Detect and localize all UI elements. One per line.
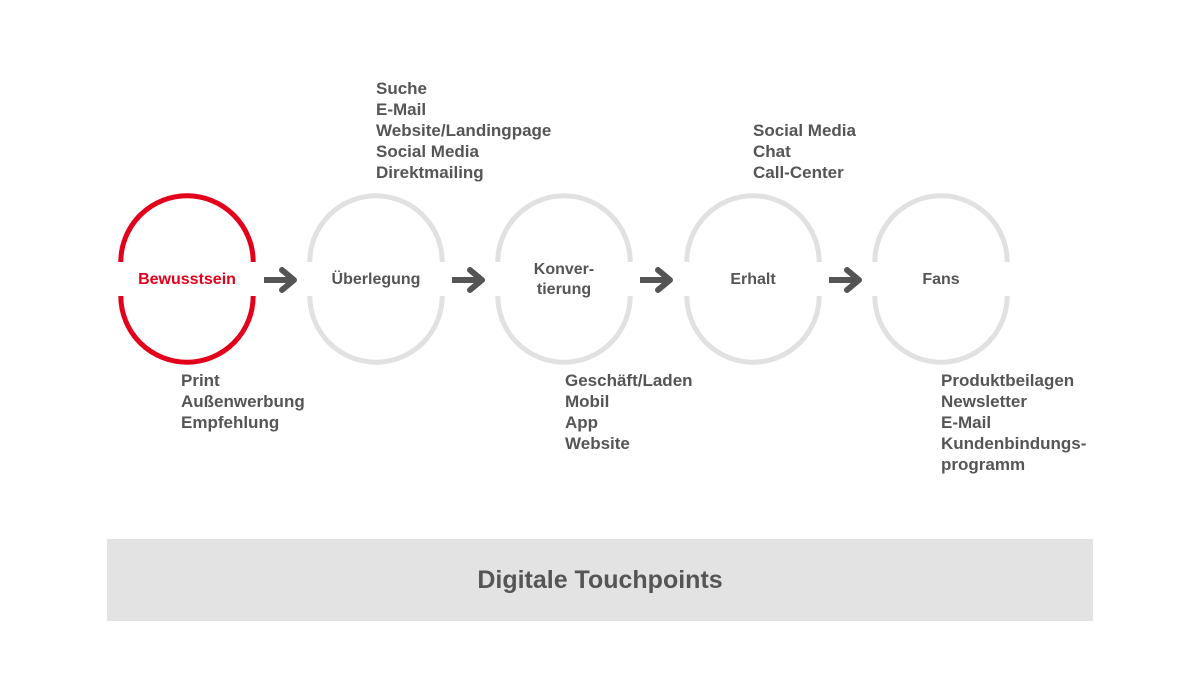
list-item: Chat <box>753 142 791 161</box>
list-item: Empfehlung <box>181 413 280 432</box>
stage-label-ueberlegung: Überlegung <box>331 271 421 288</box>
touchpoints-erhalt: Social Media Chat Call-Center <box>753 120 856 183</box>
touchpoints-fans: Produktbeilagen Newsletter E-Mail Kunden… <box>941 370 1086 475</box>
digital-touchpoints-banner: Digitale Touchpoints <box>107 539 1093 621</box>
list-item: Außenwerbung <box>181 392 305 411</box>
list-item: E-Mail <box>376 100 427 119</box>
list-item: Kundenbindungs- <box>941 434 1087 453</box>
stage-ring-ueberlegung <box>307 193 445 365</box>
banner-label: Digitale Touchpoints <box>477 565 723 594</box>
stage-label-fans: Fans <box>922 271 960 288</box>
stage-ring-erhalt <box>684 193 822 365</box>
stage-label-erhalt: Erhalt <box>730 271 776 288</box>
touchpoints-ueberlegung: Suche E-Mail Website/Landingpage Social … <box>376 78 551 183</box>
touchpoints-bewusstsein: Print Außenwerbung Empfehlung <box>181 370 305 433</box>
stage-ring-fans <box>872 193 1010 365</box>
list-item: Produktbeilagen <box>941 371 1075 390</box>
list-item: Mobil <box>565 392 610 411</box>
list-item: Social Media <box>753 121 856 140</box>
stage-label-bewusstsein: Bewusstsein <box>138 271 236 288</box>
stage-ring-bewusstsein <box>118 193 256 365</box>
list-item: Print <box>181 371 220 390</box>
list-item: programm <box>941 455 1026 474</box>
list-item: Suche <box>376 79 428 98</box>
list-item: Call-Center <box>753 163 844 182</box>
stage-label-konvertierung: Konver- tierung <box>533 261 595 298</box>
list-item: Website/Landingpage <box>376 121 552 140</box>
arrow-right-icon <box>264 267 297 293</box>
list-item: E-Mail <box>941 413 992 432</box>
list-item: Direktmailing <box>376 163 484 182</box>
list-item: App <box>565 413 599 432</box>
list-item: Newsletter <box>941 392 1027 411</box>
list-item: Website <box>565 434 630 453</box>
arrow-right-icon <box>829 267 862 293</box>
stage-ring-konvertierung <box>495 193 633 365</box>
list-item: Social Media <box>376 142 479 161</box>
list-item: Geschäft/Laden <box>565 371 693 390</box>
touchpoints-konvertierung: Geschäft/Laden Mobil App Website <box>565 370 693 454</box>
arrow-right-icon <box>452 267 485 293</box>
arrow-right-icon <box>640 267 673 293</box>
